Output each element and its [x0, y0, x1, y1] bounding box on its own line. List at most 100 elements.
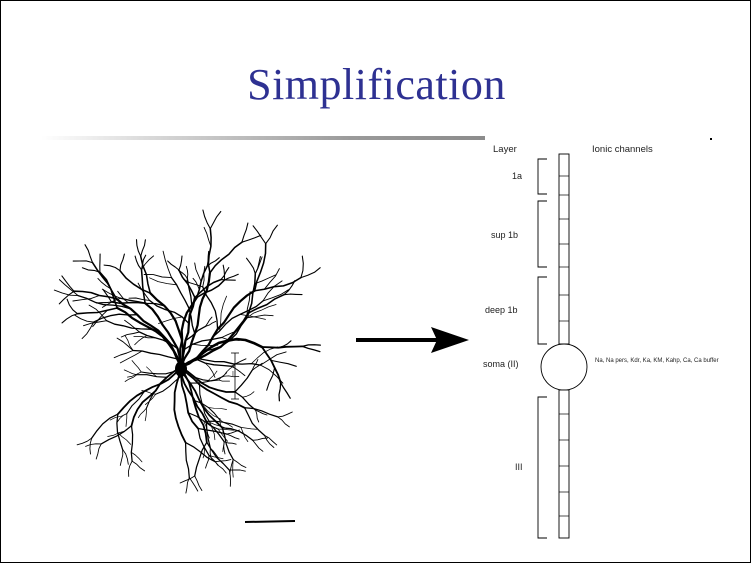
dendrite-branch: [146, 366, 158, 378]
dendrite-branch: [184, 441, 216, 463]
dendrite-branch: [186, 277, 193, 306]
dendrite-branch: [116, 337, 134, 351]
arrow-head: [431, 327, 469, 353]
dendrite-branch: [212, 300, 264, 338]
dendrite-branch: [264, 434, 275, 448]
dendrite-branch: [231, 365, 246, 377]
dendrite-branch: [209, 422, 228, 429]
dendrite-branch: [89, 437, 93, 455]
dendrite-branch: [185, 265, 189, 279]
dendrite-branch: [132, 349, 178, 360]
dendrite-branch: [101, 288, 121, 299]
dendrite-branch: [234, 391, 257, 411]
slide-title: Simplification: [247, 60, 506, 109]
dendrite-branch: [226, 433, 240, 440]
dendrite-branch: [196, 265, 208, 299]
dendrite-branch: [119, 269, 152, 294]
dendrite-branch: [170, 276, 196, 335]
dendrite-branch: [116, 413, 128, 423]
dendrite-branch: [247, 272, 257, 314]
dendrite-branch: [120, 331, 140, 338]
dendrite-branch: [188, 477, 199, 492]
dendrite-branch: [221, 427, 234, 461]
dendrite-branch: [194, 262, 202, 282]
dendrite-branch: [91, 413, 119, 439]
dendrite-branch: [209, 422, 216, 441]
dendrite-branch: [198, 384, 211, 424]
dendrite-branch: [110, 301, 146, 305]
dendrite-branch: [97, 277, 112, 290]
dendrite-branch: [262, 280, 283, 302]
apical-cable: [558, 153, 570, 345]
dendrite-branch: [251, 346, 279, 364]
dendrite-branch: [180, 366, 236, 393]
dendrite-branch: [127, 371, 142, 378]
dendrite-branch: [116, 366, 182, 416]
dendrite-branch: [246, 304, 277, 319]
dendrite-branch: [300, 255, 304, 279]
layer-marker: II: [232, 371, 236, 378]
dendrite-branch: [197, 427, 210, 457]
dendrite-branch: [101, 297, 121, 308]
dendrite-branch: [140, 268, 146, 304]
bracket-deep1b: [537, 276, 547, 345]
dendrite-branch: [255, 409, 268, 416]
dendrite-branch: [262, 289, 290, 302]
dendrite-branch: [209, 241, 243, 274]
dendrite-branch: [119, 350, 143, 364]
dendrite-branch: [92, 309, 108, 328]
dendrite-branch: [223, 441, 226, 455]
dendrite-branch: [251, 359, 259, 371]
bracket-III: [537, 396, 547, 539]
dendrite-branch: [202, 209, 211, 230]
dendrite-branch: [261, 345, 304, 349]
layer-label-sup1b: sup 1b: [491, 230, 519, 240]
dendrite-branch: [103, 264, 121, 272]
dendrite-branch: [178, 255, 183, 271]
dendrite-branch: [131, 460, 146, 472]
dendrite-branch: [196, 358, 233, 367]
dendrite-branch: [204, 362, 216, 378]
stray-dot: [710, 138, 712, 140]
dendrite-branch: [180, 366, 208, 423]
dendrite-branch: [254, 274, 277, 285]
dendrite-branch: [205, 316, 213, 327]
dendrite-branch: [95, 443, 102, 460]
dendrite-branch: [117, 290, 129, 304]
dendrite-branch: [116, 413, 124, 451]
dendrite-branch: [194, 376, 220, 382]
dendrite-branch: [144, 407, 147, 422]
dendrite-branch: [196, 279, 226, 299]
dendrite-branch: [58, 290, 75, 305]
dendrite-branch: [189, 375, 225, 384]
header-ionic-channels: Ionic channels: [592, 144, 653, 155]
dendrite-branch: [72, 260, 94, 264]
dendrite-branch: [92, 313, 138, 323]
dendrite-branch: [66, 298, 78, 315]
dendrite-branch: [301, 344, 322, 348]
dendrite-branch: [134, 255, 143, 271]
dendrite-branch: [58, 279, 79, 297]
dendrite-branch: [113, 350, 134, 359]
layer-label-deep1b: deep 1b: [485, 305, 518, 315]
dendrite-branch: [76, 437, 93, 446]
dendrite-branch: [115, 297, 183, 369]
dendrite-branch: [246, 314, 274, 319]
dendrite-branch: [53, 289, 79, 297]
dendrite-branch: [84, 244, 94, 264]
dendrite-branch: [72, 295, 100, 302]
dendrite-branch: [122, 448, 129, 465]
dendrite-branch: [229, 458, 234, 475]
dendrite-branch: [85, 443, 102, 447]
soma-channels-list: Na, Na pers, Kdr, Ka, KM, Kahp, Ca, Ca b…: [595, 358, 719, 364]
soma-marker: s: [196, 378, 200, 385]
dendrite-branch: [217, 428, 234, 431]
dendrite-branch: [136, 374, 168, 378]
dendrite-branch: [261, 346, 282, 384]
dendrite-branch: [192, 277, 200, 291]
dendrite-branch: [162, 250, 172, 279]
dendrite-branch: [206, 441, 230, 471]
dendrite-branch: [102, 288, 113, 303]
dendrite-branch: [184, 441, 190, 479]
dendrite-branch: [173, 366, 187, 444]
